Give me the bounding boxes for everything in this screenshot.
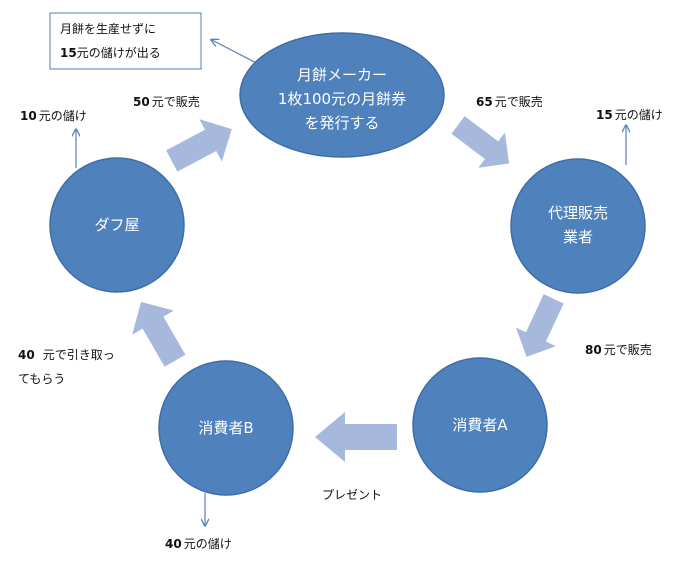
note-box-line2-text: 元の儲けが出る [77, 45, 161, 60]
label-scalper-profit-text: 元の儲け [39, 109, 87, 123]
label-maker-to-agent-text: 元で販売 [495, 94, 543, 109]
label-scalper-to-maker-text: 元で販売 [152, 94, 200, 109]
arrow-maker-to-agent [451, 116, 510, 168]
node-scalper-label: ダフ屋 [94, 216, 139, 234]
label-b-to-scalper-text: 元で引き取っ [43, 348, 115, 362]
node-maker: 月餅メーカー 1枚100元の月餅券 を発行する [239, 32, 445, 158]
label-agent-profit-text: 元の儲け [615, 108, 663, 122]
arrow-b-to-scalper [132, 301, 186, 367]
label-scalper-profit-num: 10 [20, 109, 37, 123]
label-a-to-b: プレゼント [322, 488, 382, 502]
node-consumer-a: 消費者A [412, 357, 548, 493]
arrow-agent-to-consumer-a [515, 294, 564, 357]
node-maker-line2: 1枚100元の月餅券 [278, 90, 406, 108]
label-b-to-scalper-line2: てもらう [18, 372, 65, 386]
label-scalper-to-maker-num: 50 [133, 95, 150, 109]
node-consumer-b-label: 消費者B [198, 419, 253, 437]
note-box: 月餅を生産せずに 15元の儲けが出る [49, 12, 202, 70]
label-b-to-scalper-num: 40 [18, 348, 35, 362]
label-agent-to-consumer-a-num: 80 [585, 343, 602, 357]
label-maker-to-agent-num: 65 [476, 95, 493, 109]
label-b-to-scalper: 40 元で引き取っ [18, 348, 115, 362]
node-consumer-a-label: 消費者A [452, 416, 508, 434]
note-box-line1: 月餅を生産せずに [60, 21, 156, 36]
node-agent: 代理販売 業者 [510, 158, 646, 294]
node-agent-line1: 代理販売 [548, 204, 608, 222]
label-consumer-b-profit-text: 元の儲け [184, 537, 232, 551]
label-agent-to-consumer-a-text: 元で販売 [604, 342, 652, 357]
thin-arrow-maker-to-note [212, 40, 263, 67]
node-maker-line1: 月餅メーカー [297, 66, 387, 84]
arrow-consumer-a-to-b [315, 412, 397, 462]
node-maker-line3: を発行する [304, 114, 379, 132]
note-box-line2-num: 15 [60, 46, 77, 60]
node-agent-line2: 業者 [563, 228, 593, 246]
label-consumer-b-profit-num: 40 [165, 537, 182, 551]
node-consumer-b: 消費者B [158, 360, 294, 496]
arrow-scalper-to-maker [166, 119, 232, 172]
label-agent-profit-num: 15 [596, 108, 613, 122]
note-box-line2: 15元の儲けが出る [60, 45, 161, 60]
node-scalper: ダフ屋 [49, 157, 185, 293]
